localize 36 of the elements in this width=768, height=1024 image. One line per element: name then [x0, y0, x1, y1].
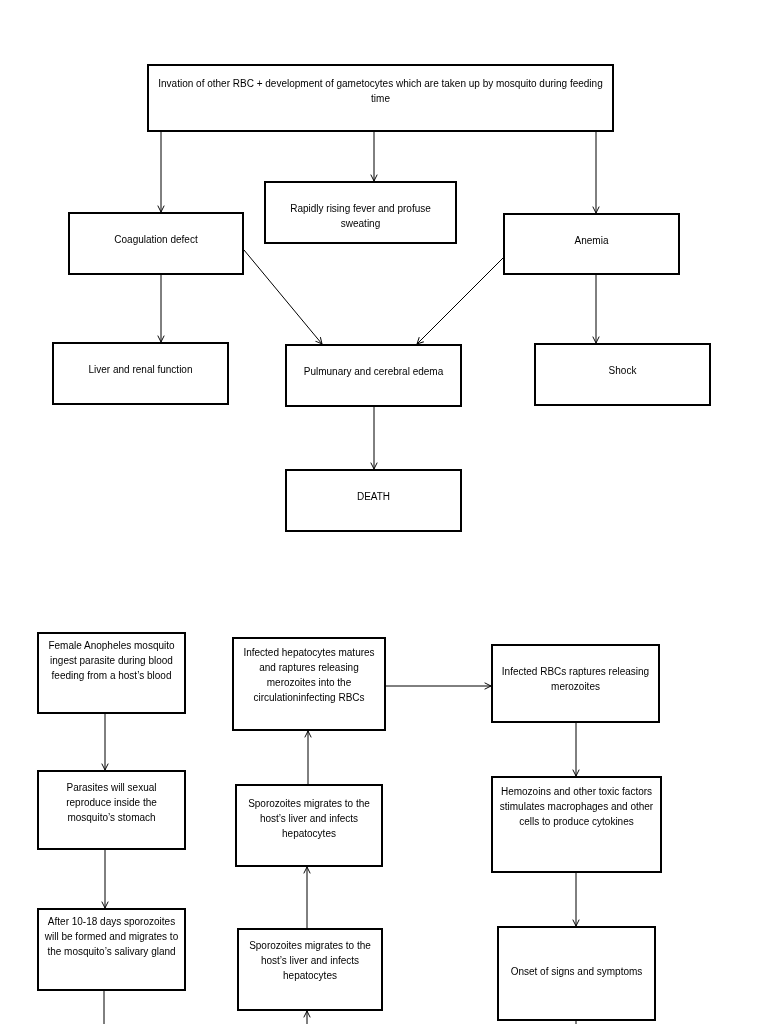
process-box — [52, 342, 229, 405]
process-box — [37, 770, 186, 850]
box-text: Onset of signs and symptoms — [510, 965, 643, 979]
box-text: Shock — [608, 364, 637, 378]
process-box — [497, 926, 656, 1021]
process-box — [285, 469, 462, 532]
process-box — [285, 344, 462, 407]
box-text: Sporozoites migrates to the host’s liver and infects hepatocytes — [247, 797, 371, 841]
box-text: Pulmunary and cerebral edema — [303, 365, 444, 379]
process-box — [534, 343, 711, 406]
process-box — [491, 776, 662, 873]
process-box — [147, 64, 614, 132]
process-box — [37, 632, 186, 714]
arrow — [416, 257, 504, 345]
box-text: After 10-18 days sporozoites will be formed and migrates to the mosquito’s salivary gland — [43, 915, 180, 959]
process-box — [237, 928, 383, 1011]
process-box — [503, 213, 680, 275]
box-text: Liver and renal function — [88, 363, 193, 377]
process-box — [235, 784, 383, 867]
process-box — [491, 644, 660, 723]
process-box — [264, 181, 457, 244]
box-text: Sporozoites migrates to the host’s liver and infects hepatocytes — [248, 939, 372, 983]
box-text: DEATH — [356, 490, 391, 504]
process-box — [37, 908, 186, 991]
box-text: Invation of other RBC + development of gametocytes which are taken up by mosquito during feeding time — [157, 77, 604, 106]
box-text: Infected RBCs raptures releasing merozoites — [500, 665, 651, 694]
process-box — [232, 637, 386, 731]
box-text: Rapidly rising fever and profuse sweating — [289, 202, 432, 231]
box-text: Parasites will sexual reproduce inside the mosquito’s stomach — [65, 781, 158, 825]
arrow — [243, 249, 323, 345]
box-text: Infected hepatocytes matures and raptures releasing merozoites into the circulationinfecting RBCs — [242, 646, 376, 705]
box-text: Coagulation defect — [114, 233, 198, 247]
process-box — [68, 212, 244, 275]
box-text: Anemia — [574, 234, 609, 248]
box-text: Female Anopheles mosquito ingest parasite during blood feeding from a host’s blood — [47, 639, 176, 683]
box-text: Hemozoins and other toxic factors stimulates macrophages and other cells to produce cytokines — [498, 785, 655, 829]
